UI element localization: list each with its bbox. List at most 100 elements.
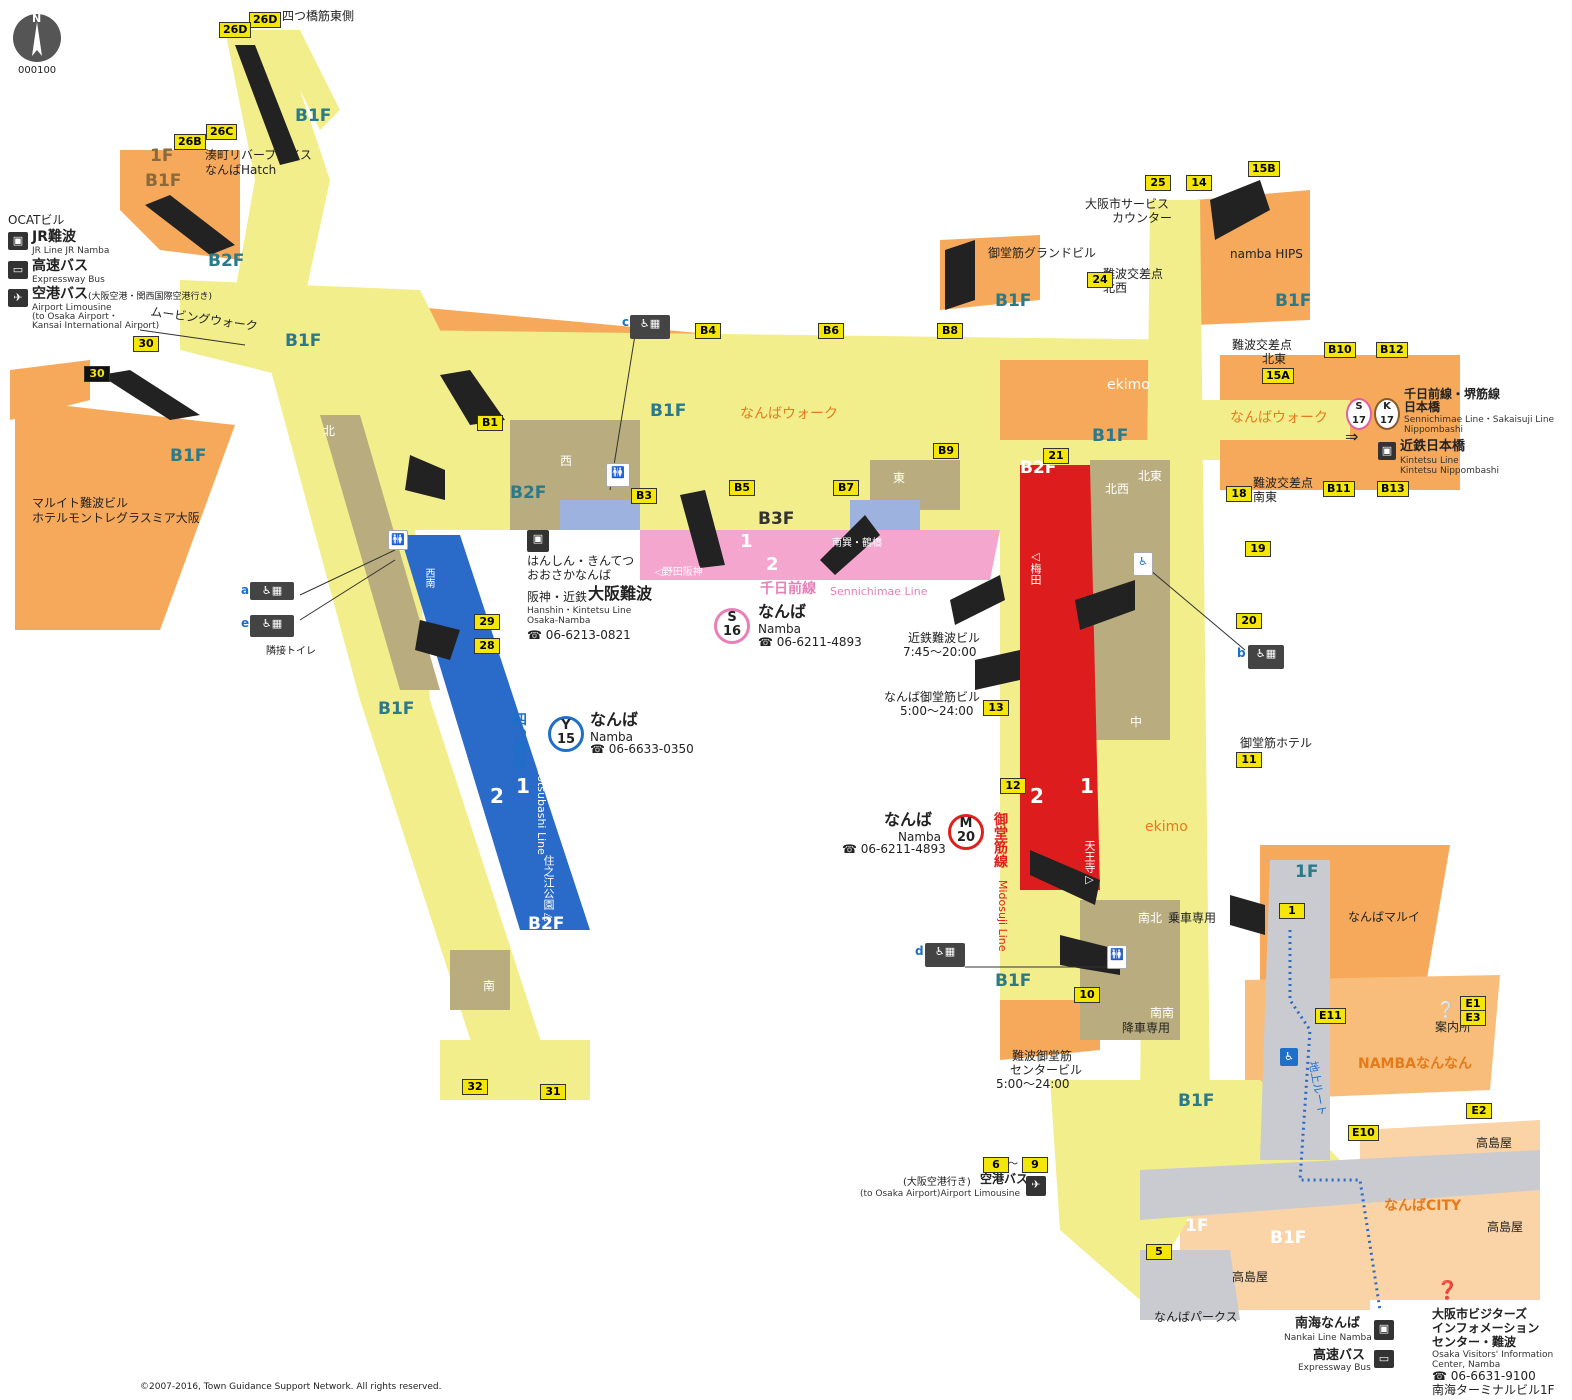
exit-badge[interactable]: 31 [540,1084,566,1100]
elevator-label-d: d [915,944,924,958]
label-takashimaya-3: 高島屋 [1232,1270,1269,1284]
exit-badge[interactable]: 19 [1245,541,1271,557]
exit-badge[interactable]: B12 [1376,342,1408,358]
compass-icon [13,14,61,62]
exit-badge[interactable]: B1 [477,415,503,431]
exit-badge[interactable]: 6 [983,1157,1009,1173]
map-id: 000100 [18,65,57,76]
exit-badge[interactable]: B4 [695,323,721,339]
sennichimae-line-en: Sennichimae Line [830,585,928,598]
exit-badge[interactable]: E1 [1460,996,1486,1012]
exit-badge[interactable]: 24 [1087,272,1113,288]
ocat-corner [10,360,90,420]
hanshin-kintetsu: 阪神・近鉄 [527,590,588,604]
sennichimae-station-tel: ☎ 06-6211-4893 [758,635,862,649]
sennichimae-en-1: Sennichimae Line・Sakaisuji Line [1404,415,1555,425]
yotsubashi-station-name: なんば [590,710,639,729]
exit-badge[interactable]: 28 [474,638,500,654]
exit-badge[interactable]: 14 [1186,175,1212,191]
stair-16 [415,620,460,660]
exit-badge[interactable]: E3 [1460,1010,1486,1026]
exit-badge[interactable]: 18 [1226,486,1252,502]
exit-badge[interactable]: 15B [1248,161,1280,177]
exit-badge[interactable]: 26D [219,22,252,38]
nippombashi: 日本橋 [1404,400,1441,414]
exit-badge[interactable]: 20 [1236,613,1262,629]
exit-badge[interactable]: 29 [474,614,500,630]
label-takashimaya-2: 高島屋 [1487,1220,1524,1234]
exit-badge[interactable]: 13 [983,700,1009,716]
exit-badge[interactable]: 9 [1022,1157,1048,1173]
label-hotel-monterey: ホテルモントレグラスミア大阪 [32,511,200,525]
label-namba-parks: なんばパークス [1154,1310,1238,1324]
bus-icon: ▭ [1374,1350,1394,1368]
gate-minami: 南 [483,979,496,993]
label-namba-hips: namba HIPS [1230,247,1303,261]
exit-badge[interactable]: B9 [933,443,959,459]
sennichimae-dir-west: ◁野田阪神 [655,567,703,578]
exit-badge[interactable]: 30 [84,366,110,382]
label-visitors-en-1: Osaka Visitors' Information [1432,1350,1554,1360]
exit-badge[interactable]: 32 [462,1079,488,1095]
nankai-platform [1140,1150,1540,1220]
exit-badge[interactable]: B8 [937,323,963,339]
gate-naka: 中 [1130,715,1143,729]
label-service-counter-2: カウンター [1112,211,1173,225]
label-midosuji-hotel: 御堂筋ホテル [1240,736,1313,750]
exit-badge[interactable]: B6 [818,323,844,339]
stair-12 [1230,895,1265,935]
exit-badge[interactable]: 5 [1146,1244,1172,1260]
floor-label: B1F [170,446,207,466]
jousha-label: 乗車専用 [1168,911,1217,925]
exit-badge[interactable]: 21 [1043,448,1069,464]
floor-label: 1F [150,146,174,166]
stair-14 [945,240,975,310]
label-service-counter: 大阪市サービス [1085,197,1170,211]
midosuji-track-1: 1 [1080,774,1094,798]
exit-badge[interactable]: 15A [1262,368,1294,384]
nankai-area [1260,860,1330,1160]
stair-10 [1030,850,1100,905]
train-icon: ▣ [1378,442,1396,460]
stair-15 [405,455,445,500]
exit-range-tilde: 〜 [1008,1159,1018,1170]
exit-badge[interactable]: 26C [206,124,238,140]
exit-badge[interactable]: 11 [1236,752,1262,768]
exit-badge[interactable]: E10 [1348,1125,1379,1141]
exit-badge[interactable]: B5 [729,480,755,496]
hanshin-en-1: Hanshin・Kintetsu Line [527,606,632,616]
floor-label: B1F [285,331,322,351]
exit-badge[interactable]: 12 [1000,778,1026,794]
exit-badge[interactable]: 26D [249,12,282,28]
facility-icons-d: ♿▦ [925,943,965,967]
facility-icons-c: ♿▦ [630,315,670,339]
label-kousaten-nanto-2: 南東 [1253,490,1278,504]
exit-badge[interactable]: B11 [1323,481,1355,497]
exit-badge[interactable]: B7 [833,480,859,496]
label-namba-marui: なんばマルイ [1348,910,1421,924]
expressway-bus: 高速バス [32,258,88,274]
sennichimae-dir-east: 南巽・鶴橋 [832,538,882,549]
hanshin-kana-1: はんしん・きんてつ [527,554,635,568]
exit-badge[interactable]: 10 [1074,987,1100,1003]
exit-badge[interactable]: B3 [631,488,657,504]
hanshin-en-2: Osaka-Namba [527,616,591,626]
airport-bus: 空港バス [32,286,88,302]
floor-label: B1F [995,291,1032,311]
exit-badge[interactable]: 25 [1145,175,1171,191]
exit-badge[interactable]: B10 [1324,342,1356,358]
floor-label: B1F [1270,1228,1307,1248]
sennichimae-track-2: 2 [766,554,779,575]
kintetsu-nippombashi: 近鉄日本橋 [1400,439,1466,454]
stair-2 [145,195,235,255]
exit-badge[interactable]: E2 [1466,1103,1492,1119]
exit-badge[interactable]: 26B [174,134,206,150]
corridor-walk [400,330,1200,360]
exit-badge[interactable]: E11 [1315,1008,1346,1024]
exit-badge[interactable]: 1 [1279,903,1305,919]
exit-badge[interactable]: B13 [1377,481,1409,497]
label-center-bldg-hours: 5:00〜24:00 [996,1077,1070,1091]
exit-badge[interactable]: 30 [133,336,159,352]
